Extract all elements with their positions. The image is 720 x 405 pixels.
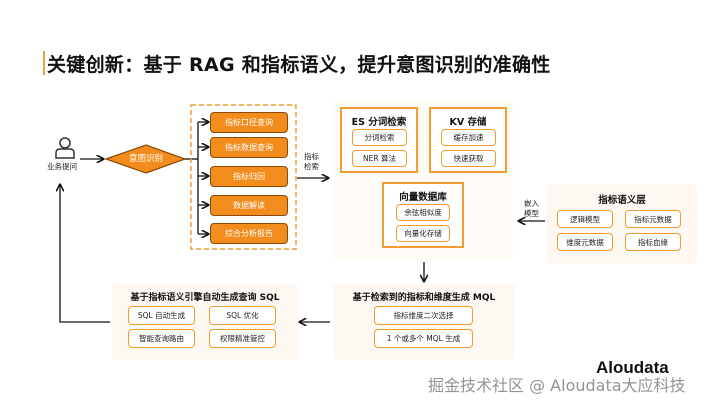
title-accent-bar	[43, 51, 45, 75]
page-title: 关键创新：基于 RAG 和指标语义，提升意图识别的准确性	[47, 54, 551, 76]
embed-label-line: 嵌入	[524, 199, 539, 208]
kv-title: KV 存储	[449, 117, 487, 128]
semantic-panel: 指标语义层 逻辑模型 指标元数据 维度元数据 指标血缘	[547, 184, 697, 264]
semantic-item: 逻辑模型	[557, 210, 613, 228]
vector-item: 向量化存储	[396, 225, 450, 242]
sql-item: 权限精准管控	[209, 329, 276, 348]
user-icon	[55, 137, 75, 159]
semantic-item: 指标元数据	[625, 210, 681, 228]
intent-option[interactable]: 指标口径查询	[210, 112, 288, 133]
semantic-item: 指标血缘	[625, 233, 681, 251]
vector-title: 向量数据库	[399, 192, 447, 203]
sql-item: SQL 自动生成	[128, 306, 195, 325]
semantic-title: 指标语义层	[598, 195, 646, 206]
embed-label-line: 模型	[524, 209, 539, 218]
watermark: 掘金技术社区 @ Aloudata大应科技	[428, 376, 686, 395]
es-item: NER 算法	[352, 150, 407, 167]
embed-label: 嵌入模型	[524, 199, 539, 219]
mql-panel: 基于检索到的指标和维度生成 MQL 指标维度二次选择 1 个或多个 MQL 生成	[333, 284, 515, 360]
sql-title: 基于指标语义引擎自动生成查询 SQL	[130, 293, 280, 303]
search-label-line: 指标	[304, 152, 319, 161]
semantic-item: 维度元数据	[557, 233, 613, 251]
intent-option[interactable]: 综合分析报告	[210, 223, 288, 244]
intent-option[interactable]: 数据解读	[210, 195, 288, 216]
es-card: ES 分词检索 分词检索 NER 算法	[340, 107, 418, 173]
kv-item: 快速获取	[441, 150, 496, 167]
user-label: 业务提问	[47, 162, 77, 171]
sql-item: SQL 优化	[209, 306, 276, 325]
kv-item: 缓存加速	[441, 129, 496, 146]
sql-item: 智能查询路由	[128, 329, 195, 348]
mql-title: 基于检索到的指标和维度生成 MQL	[352, 293, 496, 303]
mql-item: 指标维度二次选择	[374, 306, 473, 325]
aloudata-logo: Aloudata	[596, 358, 669, 377]
kv-card: KV 存储 缓存加速 快速获取	[429, 107, 507, 173]
sql-panel: 基于指标语义引擎自动生成查询 SQL SQL 自动生成 SQL 优化 智能查询路…	[112, 284, 298, 360]
intent-label: 意图识别	[128, 154, 163, 164]
vector-item: 余弦相似度	[396, 204, 450, 221]
search-label-line: 检索	[304, 162, 319, 171]
es-item: 分词检索	[352, 129, 407, 146]
intent-group-dashed	[190, 104, 297, 250]
mql-item: 1 个或多个 MQL 生成	[374, 329, 473, 348]
intent-option[interactable]: 指标数据查询	[210, 137, 288, 158]
search-label: 指标检索	[304, 152, 319, 172]
intent-option[interactable]: 指标归因	[210, 166, 288, 187]
es-title: ES 分词检索	[351, 117, 407, 128]
vector-card: 向量数据库 余弦相似度 向量化存储	[382, 182, 464, 248]
